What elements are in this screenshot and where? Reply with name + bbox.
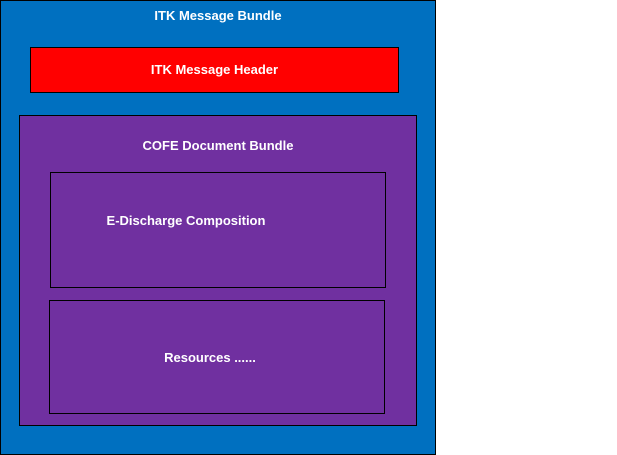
e-discharge-composition-label: E-Discharge Composition — [106, 213, 266, 228]
itk-message-header-label: ITK Message Header — [150, 62, 279, 77]
itk-message-header: ITK Message Header — [30, 47, 399, 93]
cofe-document-bundle: COFE Document Bundle E-Discharge Composi… — [19, 115, 417, 426]
resources-label: Resources ...... — [164, 350, 256, 365]
itk-message-bundle-label: ITK Message Bundle — [154, 8, 282, 23]
cofe-document-bundle-label: COFE Document Bundle — [142, 138, 294, 153]
itk-message-bundle: ITK Message Bundle ITK Message Header CO… — [0, 0, 436, 455]
resources: Resources ...... — [49, 300, 385, 414]
e-discharge-composition: E-Discharge Composition — [50, 172, 386, 288]
